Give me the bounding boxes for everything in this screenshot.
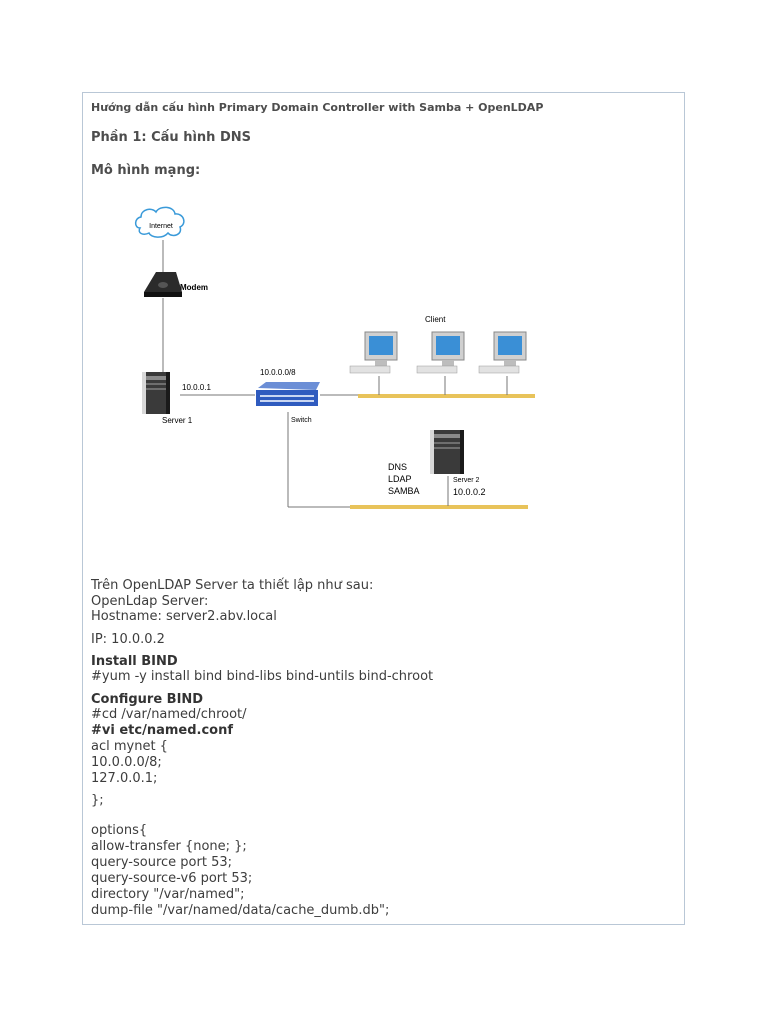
switch-icon xyxy=(256,382,320,406)
hostname-line: Hostname: server2.abv.local xyxy=(91,609,277,624)
client-computer-icon xyxy=(478,331,527,374)
switch-label: Switch xyxy=(291,417,312,424)
cd-command: #cd /var/named/chroot/ xyxy=(91,707,247,722)
vi-command: #vi etc/named.conf xyxy=(91,723,234,738)
intro-line-1: Trên OpenLDAP Server ta thiết lập như sa… xyxy=(91,578,374,593)
acl-network: 10.0.0.0/8; xyxy=(91,755,162,770)
intro-line-2: OpenLdap Server: xyxy=(91,594,209,609)
ip-line: IP: 10.0.0.2 xyxy=(91,632,165,647)
directory-line: directory "/var/named"; xyxy=(91,887,245,902)
modem-icon xyxy=(144,272,182,297)
modem-label: Modem xyxy=(180,283,208,292)
allow-transfer-line: allow-transfer {none; }; xyxy=(91,839,247,854)
client-label: Client xyxy=(425,315,446,324)
dump-file-line: dump-file "/var/named/data/cache_dumb.db… xyxy=(91,903,390,918)
query-source-v6-line: query-source-v6 port 53; xyxy=(91,871,253,886)
network-label: 10.0.0.0/8 xyxy=(260,368,296,377)
internet-label: Internet xyxy=(149,223,173,230)
acl-localhost: 127.0.0.1; xyxy=(91,771,158,786)
internet-cloud-icon: Internet xyxy=(134,206,185,238)
server2-label: Server 2 xyxy=(453,477,480,484)
options-line: options{ xyxy=(91,823,148,838)
server1-icon xyxy=(142,372,170,414)
document-title: Hướng dẫn cấu hình Primary Domain Contro… xyxy=(91,101,544,114)
configure-heading: Configure BIND xyxy=(91,692,204,707)
server1-ip: 10.0.0.1 xyxy=(182,383,211,392)
server-bus xyxy=(350,505,528,509)
client-computer-icon xyxy=(416,331,465,374)
server2-ip: 10.0.0.2 xyxy=(453,487,486,497)
network-model-heading: Mô hình mạng: xyxy=(91,163,201,178)
network-diagram: Internet Modem 10.0.0.1 Server 1 10.0.0.… xyxy=(134,206,535,509)
install-heading: Install BIND xyxy=(91,654,178,669)
client-computer-icon xyxy=(349,331,398,374)
client-bus xyxy=(358,394,535,398)
server2-icon xyxy=(430,430,464,474)
query-source-line: query-source port 53; xyxy=(91,855,232,870)
install-command: #yum -y install bind bind-libs bind-unti… xyxy=(91,669,434,684)
acl-close: }; xyxy=(91,793,104,808)
service-dns-label: DNS xyxy=(388,462,407,472)
section-title: Phần 1: Cấu hình DNS xyxy=(91,130,251,145)
service-ldap-label: LDAP xyxy=(388,474,412,484)
acl-line: acl mynet { xyxy=(91,739,168,754)
server1-label: Server 1 xyxy=(162,416,193,425)
service-samba-label: SAMBA xyxy=(388,486,420,496)
